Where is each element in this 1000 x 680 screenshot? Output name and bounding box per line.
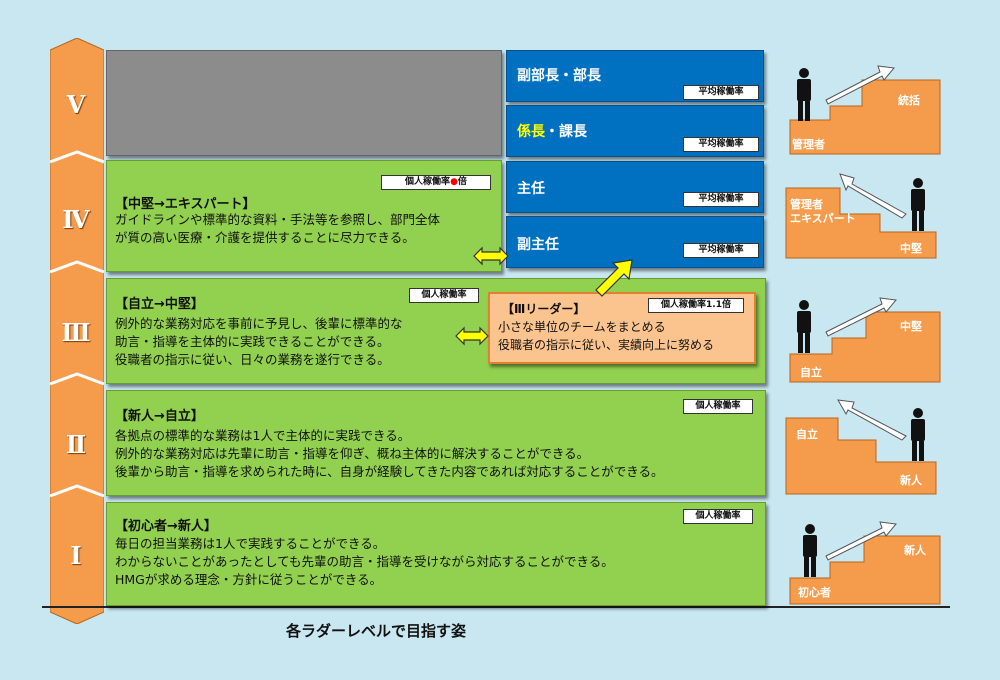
leader-line: 役職者の指示に従い、実績向上に努める bbox=[498, 338, 715, 352]
box-line: 後輩から助言・指導を求められた時に、自身が経験してきた内容であれば対応することが… bbox=[115, 464, 664, 479]
position-box-vice-director: 副部長・部長 平均稼働率 bbox=[506, 50, 764, 102]
stair-label: 初心者 bbox=[798, 586, 831, 599]
box-title: 【中堅→エキスパート】 bbox=[115, 197, 256, 212]
person-icon bbox=[803, 524, 817, 577]
person-icon bbox=[797, 300, 811, 353]
leader-box: 【Ⅲリーダー】 個人稼働率1.1倍 小さな単位のチームをまとめる 役職者の指示に… bbox=[488, 292, 756, 364]
stair-label: 中堅 bbox=[900, 320, 922, 333]
baseline bbox=[42, 606, 950, 608]
box-title: 【新人→自立】 bbox=[115, 409, 204, 424]
leader-title: 【Ⅲリーダー】 bbox=[502, 302, 586, 316]
level-arrow bbox=[50, 38, 104, 624]
box-line: 例外的な業務対応は先輩に助言・指導を仰ぎ、概ね主体的に解決することができる。 bbox=[115, 446, 590, 461]
personal-utilization-badge: 個人稼働率 bbox=[683, 509, 753, 524]
stair-label: 統括 bbox=[898, 94, 920, 107]
stair-label: 自立 bbox=[796, 428, 818, 441]
personal-utilization-badge: 個人稼働率 bbox=[683, 399, 753, 414]
box-line: 例外的な業務対応を事前に予見し、後輩に標準的な bbox=[115, 316, 403, 331]
avg-utilization-badge: 平均稼働率 bbox=[683, 192, 759, 207]
diagram-caption: 各ラダーレベルで目指す姿 bbox=[286, 622, 467, 640]
leader-utilization-badge: 個人稼働率1.1倍 bbox=[648, 298, 744, 313]
box-line: が質の高い医療・介護を提供することに尽力できる。 bbox=[115, 230, 415, 245]
position-label: 副主任 bbox=[517, 237, 559, 253]
level-1-label: Ⅰ bbox=[70, 541, 82, 570]
box-line: HMGが求める理念・方針に従うことができる。 bbox=[115, 572, 383, 587]
box-title: 【自立→中堅】 bbox=[115, 297, 204, 312]
double-arrow-icon bbox=[455, 326, 489, 346]
red-dot-icon: ● bbox=[450, 177, 458, 187]
position-box-chief: 主任 平均稼働率 bbox=[506, 161, 764, 213]
stair-level-5 bbox=[789, 65, 941, 155]
box-title: 【初心者→新人】 bbox=[115, 519, 217, 534]
stair-label: 自立 bbox=[800, 366, 822, 379]
level-2-label: Ⅱ bbox=[65, 430, 87, 459]
position-label-highlight: 係長 bbox=[517, 124, 545, 140]
level-4-box: 個人稼働率●倍 【中堅→エキスパート】 ガイドラインや標準的な資料・手法等を参照… bbox=[106, 160, 502, 272]
stair-label: エキスパート bbox=[790, 212, 856, 225]
badge-suffix: 倍 bbox=[457, 177, 467, 187]
badge-prefix: 個人稼働率 bbox=[405, 177, 451, 187]
stair-level-1 bbox=[789, 521, 941, 605]
up-arrow-icon bbox=[595, 259, 633, 297]
stair-level-3 bbox=[789, 297, 941, 383]
stair-label: 新人 bbox=[904, 544, 926, 557]
position-label: 主任 bbox=[517, 181, 545, 197]
leader-line: 小さな単位のチームをまとめる bbox=[498, 320, 666, 334]
personal-utilization-badge: 個人稼働率●倍 bbox=[381, 175, 491, 190]
stair-level-4 bbox=[785, 173, 937, 259]
person-icon bbox=[797, 68, 811, 121]
level-1-box: 個人稼働率 【初心者→新人】 毎日の担当業務は1人で実践することができる。 わか… bbox=[106, 502, 766, 606]
person-icon bbox=[911, 178, 925, 231]
stair-label: 新人 bbox=[900, 474, 922, 487]
position-label: 副部長・部長 bbox=[517, 68, 601, 84]
level-2-box: 個人稼働率 【新人→自立】 各拠点の標準的な業務は1人で主体的に実践できる。 例… bbox=[106, 390, 766, 496]
box-line: 各拠点の標準的な業務は1人で主体的に実践できる。 bbox=[115, 428, 411, 443]
position-label-rest: ・課長 bbox=[545, 124, 587, 140]
position-label: 係長・課長 bbox=[517, 121, 587, 141]
person-icon bbox=[911, 408, 925, 461]
position-box-deputy-chief: 副主任 平均稼働率 bbox=[506, 216, 764, 268]
level-4-label: Ⅳ bbox=[62, 205, 90, 234]
stair-label: 中堅 bbox=[900, 242, 922, 255]
position-box-section-chief: 係長・課長 平均稼働率 bbox=[506, 105, 764, 157]
box-line: 役職者の指示に従い、日々の業務を遂行できる。 bbox=[115, 352, 390, 367]
box-line: 毎日の担当業務は1人で実践することができる。 bbox=[115, 536, 386, 551]
avg-utilization-badge: 平均稼働率 bbox=[683, 137, 759, 152]
stair-level-2 bbox=[785, 399, 937, 495]
level-5-gray-block bbox=[106, 50, 502, 156]
box-line: 助言・指導を主体的に実践できることができる。 bbox=[115, 334, 390, 349]
avg-utilization-badge: 平均稼働率 bbox=[683, 243, 759, 258]
stair-label: 管理者 bbox=[792, 138, 825, 151]
level-5-label: Ⅴ bbox=[66, 90, 86, 119]
box-line: わからないことがあったとしても先輩の助言・指導を受けながら対応することができる。 bbox=[115, 554, 614, 569]
level-3-label: Ⅲ bbox=[61, 318, 91, 347]
avg-utilization-badge: 平均稼働率 bbox=[683, 85, 759, 100]
personal-utilization-badge: 個人稼働率 bbox=[409, 288, 479, 303]
stair-label: 管理者 bbox=[790, 198, 823, 211]
box-line: ガイドラインや標準的な資料・手法等を参照し、部門全体 bbox=[115, 212, 441, 227]
double-arrow-icon bbox=[473, 246, 509, 266]
